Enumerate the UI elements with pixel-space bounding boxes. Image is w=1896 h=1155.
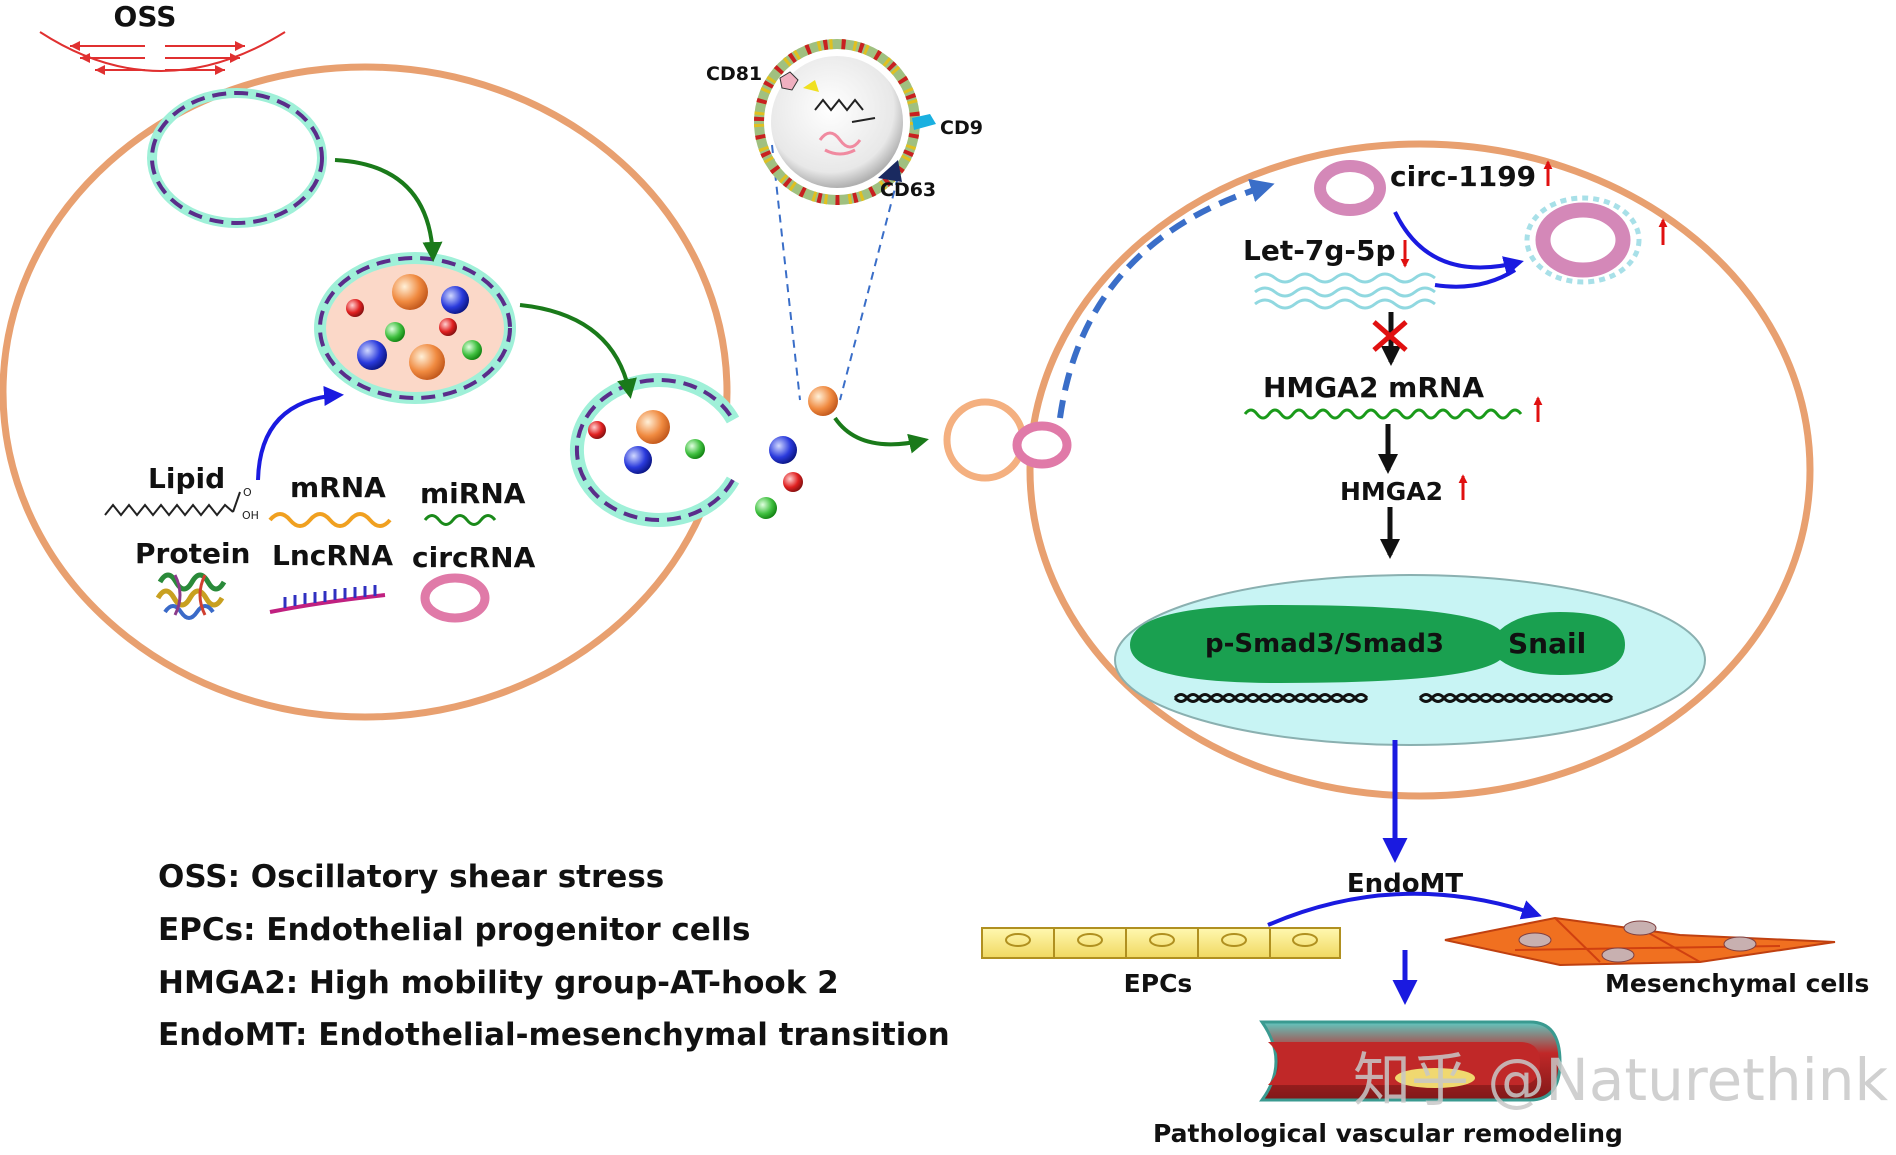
arrow-exosome-to-recipient <box>833 416 929 454</box>
cargo-protein: Protein <box>135 537 250 620</box>
arrow-circrna-internalization <box>1057 178 1275 419</box>
cargo-lipid: Lipid O OH <box>104 462 259 522</box>
cargo-mirna: miRNA <box>420 477 526 526</box>
protein-structure-icon <box>155 572 227 620</box>
arrow-cargo-to-mvb <box>256 386 344 481</box>
arrow-endosome-to-mvb <box>334 158 443 262</box>
circrna-icon <box>420 573 490 623</box>
multivesicular-body <box>314 252 516 404</box>
cd9-marker <box>912 114 936 130</box>
mrna-label: mRNA <box>290 471 386 504</box>
oss-label: OSS <box>114 0 177 33</box>
epc-layer <box>981 927 1341 959</box>
epcs-label: EPCs <box>1124 969 1193 998</box>
hmga2-mrna: HMGA2 mRNA <box>1243 371 1543 422</box>
early-endosome <box>147 88 327 228</box>
cargo-lncrna: LncRNA <box>269 539 393 614</box>
watermark: 知乎 @Naturethink <box>1353 1046 1888 1114</box>
snail-label: Snail <box>1508 627 1586 660</box>
mesenchymal-cells <box>1444 916 1836 967</box>
fusing-mvb <box>569 373 740 527</box>
internalized-circrna <box>1012 421 1072 469</box>
lipid-label: Lipid <box>148 462 225 495</box>
donor-cell-membrane <box>0 63 731 721</box>
cd9-label: CD9 <box>940 117 983 139</box>
protein-label: Protein <box>135 537 250 570</box>
cargo-mrna: mRNA <box>268 471 392 528</box>
circ1199-let7g-complex <box>1524 195 1668 285</box>
hmga2-mrna-label: HMGA2 mRNA <box>1263 371 1484 404</box>
legend-epcs: EPCs: Endothelial progenitor cells <box>158 912 751 948</box>
cd81-label: CD81 <box>706 63 762 85</box>
circrna-label: circRNA <box>412 541 536 574</box>
cargo-circrna: circRNA <box>412 541 536 623</box>
dna-strands <box>1173 693 1614 703</box>
lipid-oh: OH <box>242 509 259 522</box>
recipient-cell-membrane <box>1026 140 1814 800</box>
smad-label: p-Smad3/Smad3 <box>1205 629 1444 659</box>
oss-symbol: OSS <box>39 0 286 75</box>
arrow-let7g-binding <box>1434 268 1517 289</box>
lipid-carbonyl-o: O <box>243 486 252 499</box>
let7g: Let-7g-5p <box>1243 234 1436 310</box>
nucleus: p-Smad3/Smad3 Snail <box>1114 574 1706 746</box>
pathological-label: Pathological vascular remodeling <box>1153 1119 1623 1148</box>
released-exosomes <box>755 386 838 519</box>
let7g-label: Let-7g-5p <box>1243 234 1396 267</box>
hmga2-label: HMGA2 <box>1340 477 1443 506</box>
exosome-detail: CD81 CD9 CD63 <box>706 39 983 401</box>
circ1199: circ-1199 <box>1314 160 1553 216</box>
cd63-label: CD63 <box>880 179 936 201</box>
arrow-sponging <box>1393 211 1524 276</box>
inhibition-cross <box>1372 320 1408 352</box>
lncrna-label: LncRNA <box>272 539 393 572</box>
let7g-strands <box>1254 272 1436 310</box>
mesenchymal-label: Mesenchymal cells <box>1605 969 1869 998</box>
arrow-endomt-transition <box>1267 891 1542 927</box>
cd81-marker <box>779 71 799 91</box>
arrow-mvb-to-fusion <box>519 303 637 399</box>
legend-endomt: EndoMT: Endothelial-mesenchymal transiti… <box>158 1017 950 1053</box>
legend-oss: OSS: Oscillatory shear stress <box>158 859 664 895</box>
abbreviation-legend: OSS: Oscillatory shear stress EPCs: Endo… <box>158 859 950 1053</box>
mirna-label: miRNA <box>420 477 526 510</box>
legend-hmga2: HMGA2: High mobility group-AT-hook 2 <box>158 965 839 1001</box>
smad-snail-complex <box>1130 605 1625 683</box>
hmga2-protein: HMGA2 <box>1340 474 1468 506</box>
vessel-remodeling <box>1259 1020 1562 1102</box>
docking-vesicle <box>943 398 1027 482</box>
cd63-marker <box>878 160 902 182</box>
circ1199-label: circ-1199 <box>1390 160 1536 193</box>
